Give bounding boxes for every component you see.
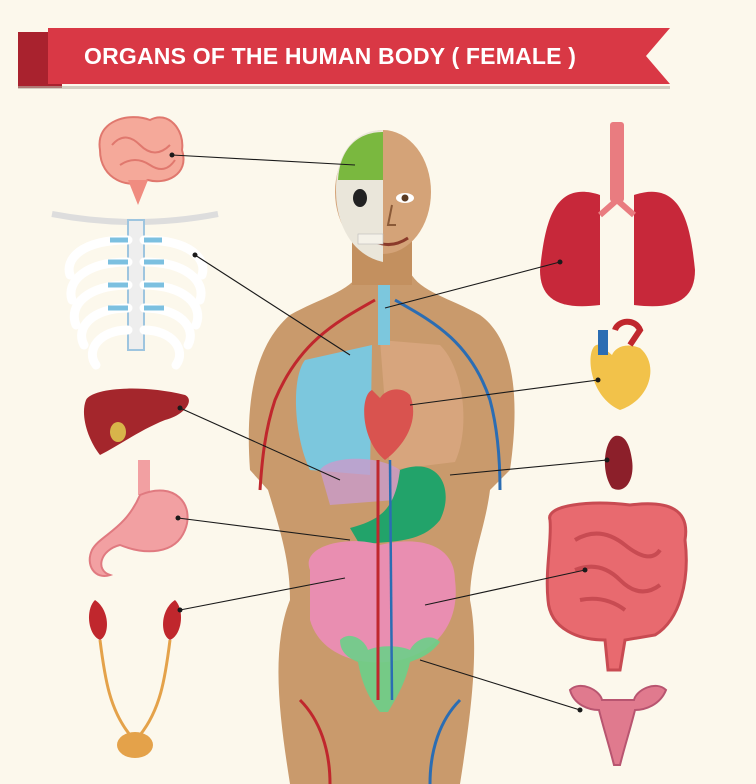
stomach-icon: [90, 460, 188, 576]
heart-icon: [590, 322, 650, 410]
liver-icon: [84, 389, 189, 455]
uterus-icon: [570, 686, 666, 765]
kidneys-bladder-icon: [89, 600, 181, 758]
intestines-icon: [547, 503, 686, 670]
spleen-icon: [605, 436, 633, 490]
lungs-icon: [540, 122, 695, 306]
ribcage-icon: [52, 214, 218, 365]
brain-icon: [100, 117, 184, 205]
